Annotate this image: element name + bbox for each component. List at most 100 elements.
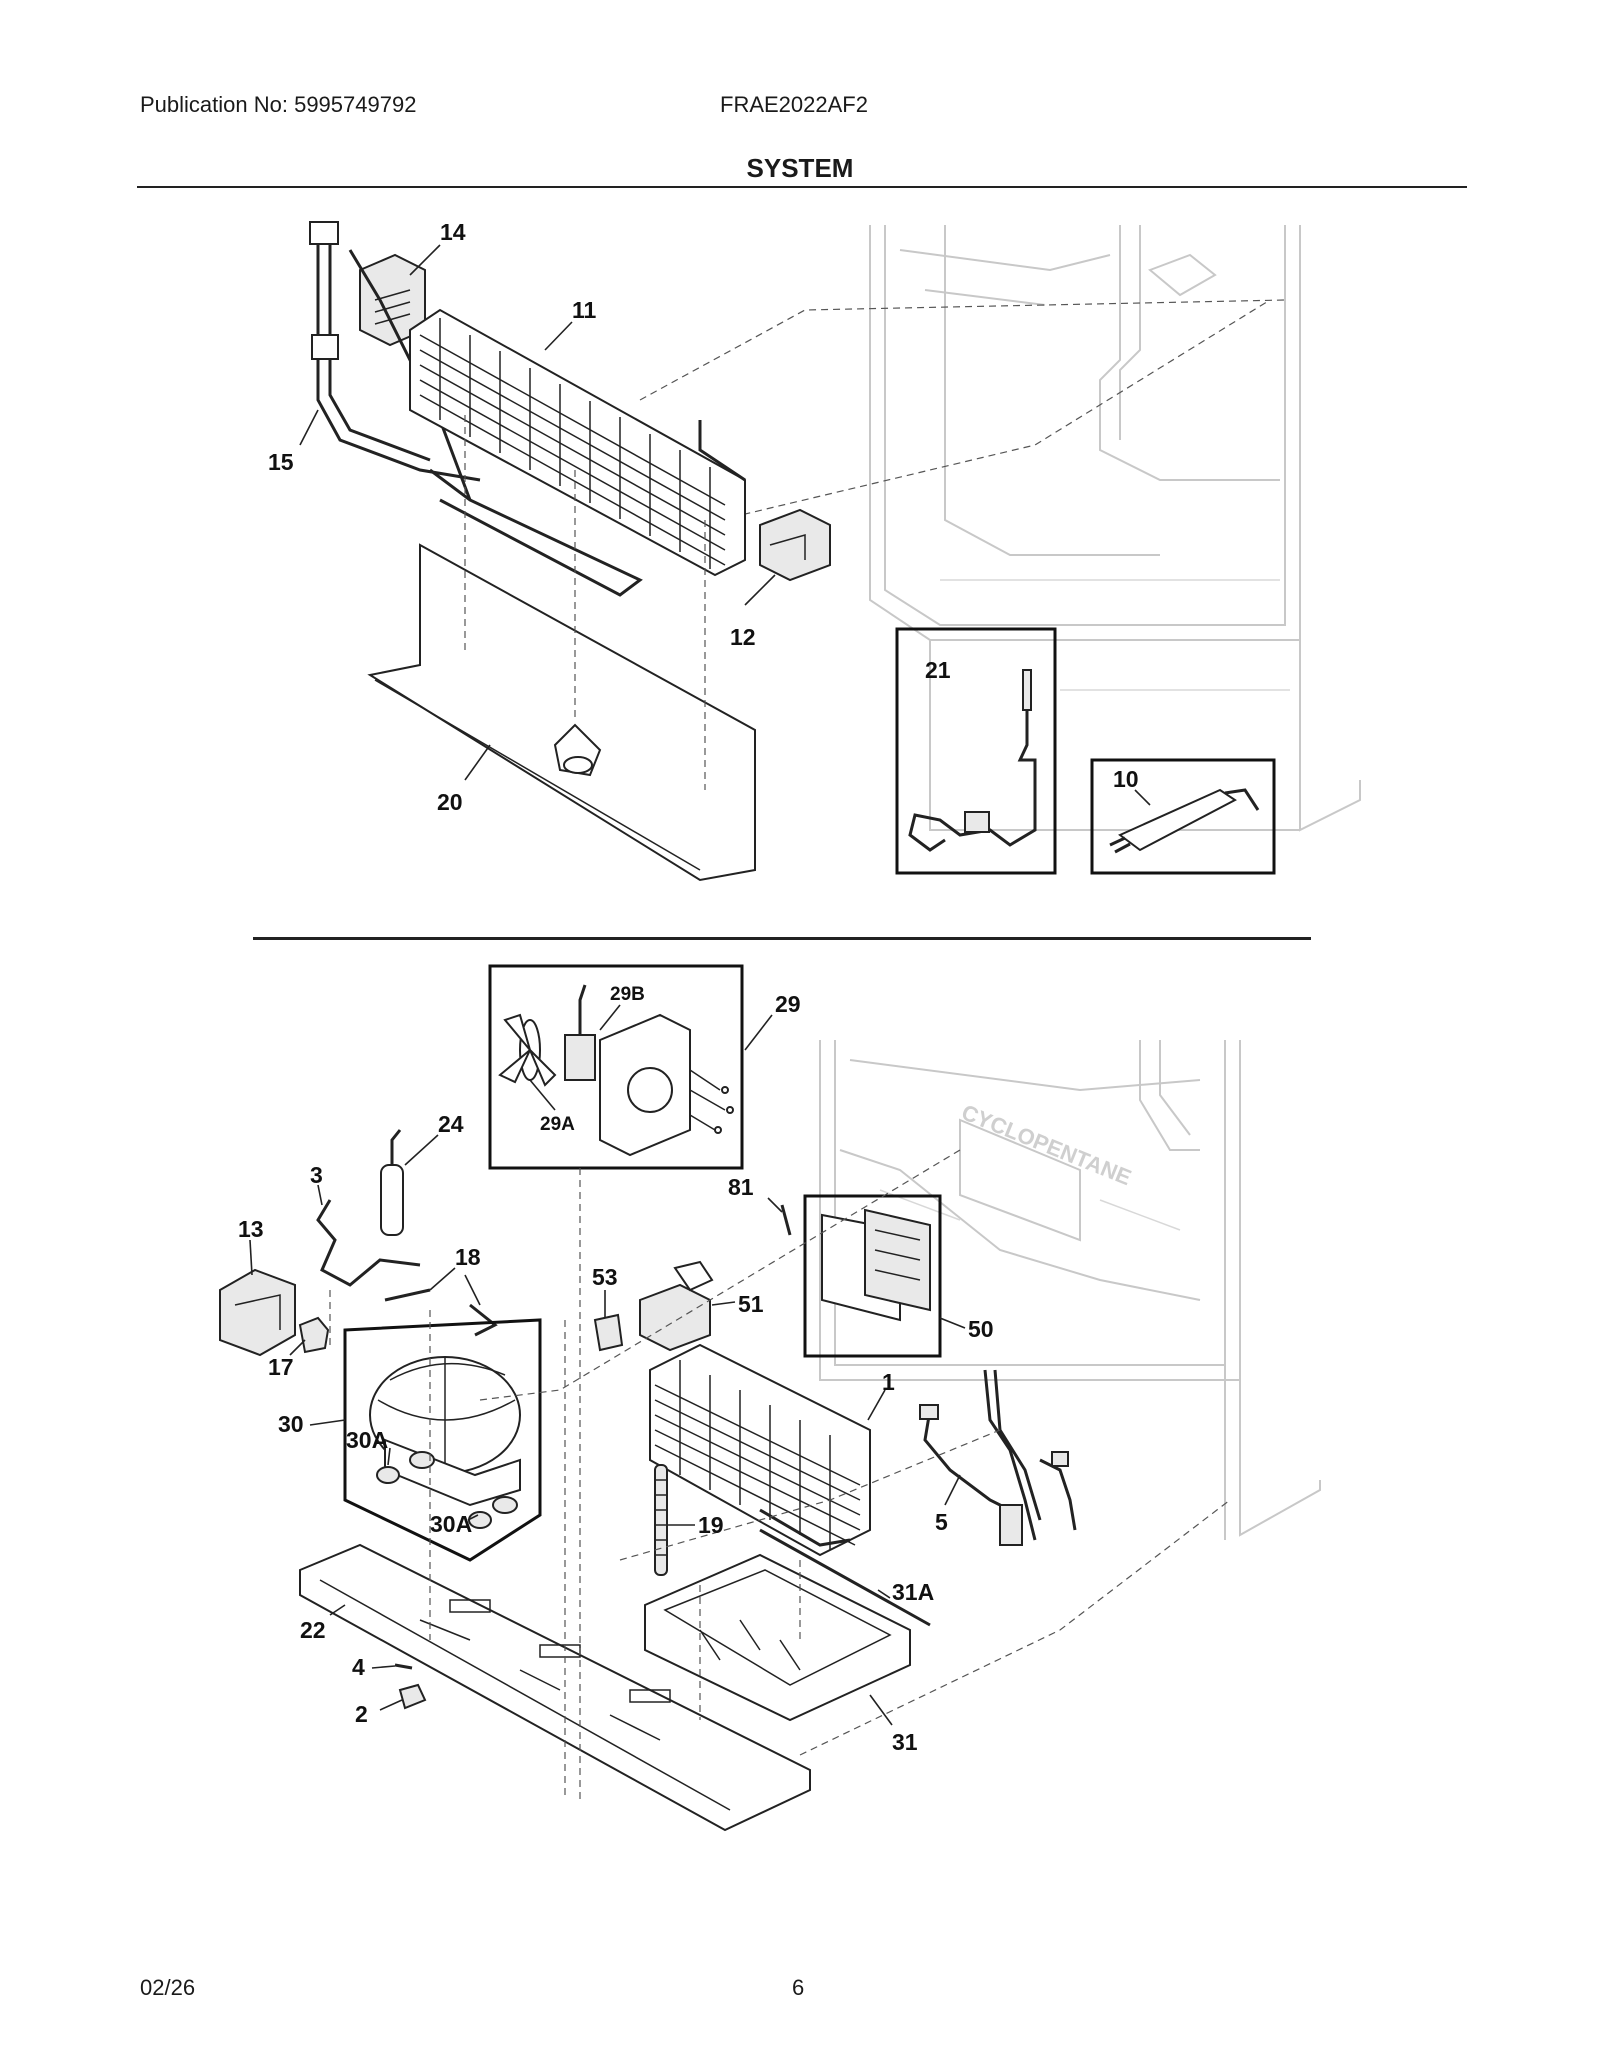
leader-5 [944, 1474, 961, 1506]
callout-4: 4 [352, 1654, 365, 1680]
part-21-sensor-harness [908, 669, 1037, 852]
leader-22 [329, 1604, 346, 1616]
leader-81 [767, 1197, 783, 1213]
publication-number: Publication No: 5995749792 [140, 92, 417, 117]
part-31-drain-pan [644, 1553, 911, 1722]
part-29b-fan-motor [564, 984, 596, 1081]
page-number: 6 [792, 1975, 805, 2000]
leader-30a-2 [467, 1514, 479, 1521]
callout-29: 29 [775, 991, 801, 1017]
callout-5: 5 [935, 1509, 948, 1535]
callout-30a-2: 30A [430, 1511, 472, 1537]
callout-1: 1 [882, 1369, 895, 1395]
part-11-evaporator [409, 308, 746, 597]
ghost-cabinet-upper [869, 225, 1361, 832]
part-14-terminal-block [359, 253, 426, 347]
callout-53: 53 [592, 1264, 618, 1290]
leader-30a-1 [387, 1447, 391, 1466]
leader-14 [409, 244, 441, 276]
leader-2 [379, 1699, 403, 1711]
callout-11: 11 [572, 297, 597, 323]
callout-81: 81 [728, 1174, 754, 1200]
part-1-condenser [649, 1343, 871, 1557]
leader-31a [877, 1589, 891, 1599]
leader-11 [544, 321, 573, 351]
part-31a-gasket [759, 1528, 931, 1627]
guide-line [619, 1429, 1001, 1561]
callout-31: 31 [892, 1729, 918, 1755]
callout-21: 21 [925, 657, 951, 683]
leader-51 [711, 1301, 736, 1306]
callout-13: 13 [238, 1216, 264, 1242]
callout-22: 22 [300, 1617, 326, 1643]
part-12-connector [759, 508, 831, 582]
leader-12 [744, 574, 776, 606]
leader-29a [529, 1079, 556, 1111]
guide-line [799, 1499, 1231, 1756]
leader-50 [939, 1317, 966, 1329]
part-2-clip [398, 1683, 427, 1710]
part-24-filter-drier [380, 1129, 404, 1236]
leader-31 [869, 1694, 893, 1726]
leader-29 [744, 1014, 773, 1051]
model-number: FRAE2022AF2 [720, 92, 868, 117]
callout-17: 17 [268, 1354, 294, 1380]
part-10-thermistor [1109, 788, 1260, 854]
callout-18: 18 [455, 1244, 481, 1270]
part-18-tube-clips [384, 1288, 498, 1337]
part-53-bracket [593, 1313, 624, 1352]
inset-box-21 [895, 627, 1057, 875]
section-divider [253, 937, 1311, 940]
leader-24 [404, 1134, 439, 1166]
part-3-tubing [316, 1199, 421, 1287]
leader-20 [464, 744, 491, 781]
inset-box-29 [488, 964, 744, 1170]
part-51-air-damper [639, 1260, 714, 1352]
callout-19: 19 [698, 1512, 724, 1538]
callout-14: 14 [440, 219, 466, 245]
part-5-wiring-harness [919, 1369, 1077, 1546]
callout-51: 51 [738, 1291, 764, 1317]
callout-10: 10 [1113, 766, 1139, 792]
leader-17 [289, 1339, 306, 1356]
part-81-screw [780, 1204, 792, 1236]
inset-box-10 [1090, 758, 1276, 875]
section-title: SYSTEM [746, 153, 854, 183]
inset-box-30 [343, 1318, 542, 1562]
leader-10 [1134, 789, 1151, 806]
callout-30a-1: 30A [346, 1427, 388, 1453]
callout-29b: 29B [610, 984, 645, 1005]
callout-50: 50 [968, 1316, 994, 1342]
callout-20: 20 [437, 789, 463, 815]
guide-line [479, 1149, 961, 1401]
leader-1 [867, 1389, 886, 1421]
part-13-relay-cover [219, 1268, 296, 1357]
leader-4 [371, 1665, 396, 1669]
leader-30 [309, 1419, 346, 1426]
leader-15 [299, 409, 319, 446]
leader-3 [317, 1184, 323, 1206]
inset-box-50 [803, 1194, 942, 1358]
callout-3: 3 [310, 1162, 323, 1188]
footer-date: 02/26 [140, 1975, 196, 2000]
callout-12: 12 [730, 624, 756, 650]
part-20-drain-trough [367, 543, 756, 882]
ghost-cabinet-lower [819, 1040, 1321, 1540]
part-29-evaporator-fan-assembly [599, 1013, 734, 1157]
part-29a-fan-blade [498, 1013, 557, 1087]
part-4-screw [394, 1663, 413, 1670]
callout-31a: 31A [892, 1579, 934, 1605]
guide-line [719, 299, 1271, 521]
callout-29a: 29A [540, 1114, 575, 1135]
part-50-control-board [821, 1208, 931, 1322]
callout-15: 15 [268, 449, 294, 475]
header-rule [137, 186, 1467, 188]
guide-line [639, 299, 1286, 401]
part-19-drain-heater [654, 1464, 668, 1576]
leader-29b [599, 1004, 621, 1031]
callout-30: 30 [278, 1411, 304, 1437]
callout-2: 2 [355, 1701, 368, 1727]
leader-13 [249, 1239, 253, 1276]
cabinet-stamp: CYCLOPENTANE [958, 1099, 1135, 1190]
leader-18 [429, 1267, 481, 1306]
